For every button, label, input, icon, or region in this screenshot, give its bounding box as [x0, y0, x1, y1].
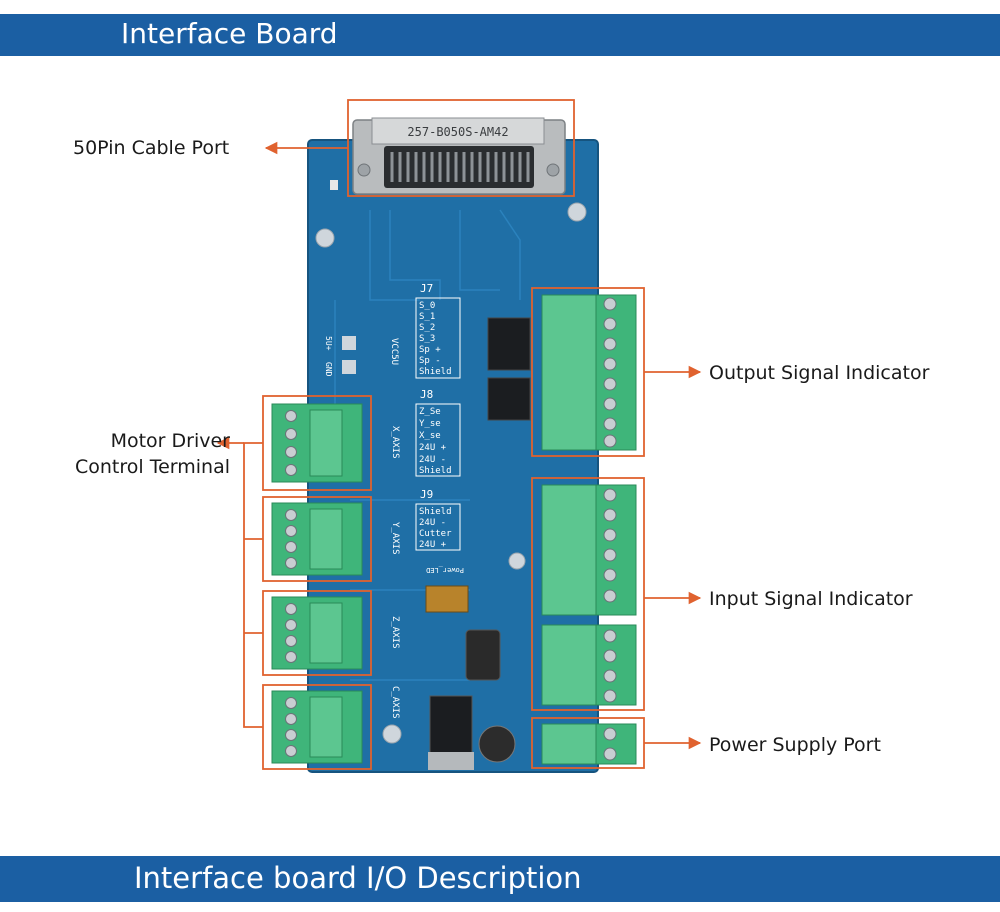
j9-pin: 24U - [419, 518, 446, 528]
callout-motor-driver: Motor Driver Control Terminal [75, 428, 230, 480]
j7-pin: S_1 [419, 312, 435, 322]
ic-chips [330, 180, 531, 770]
j7-pin: S_3 [419, 334, 435, 344]
pad-label-gnd: GND [324, 362, 333, 377]
j8-pin: 24U + [419, 443, 447, 453]
j7-pin: Shield [419, 367, 452, 377]
axis-label-z: Z_AXIS [390, 616, 400, 649]
j7-title: J7 [420, 282, 433, 295]
power-led-label: Power_LED [426, 566, 464, 574]
callout-power-supply: Power Supply Port [709, 734, 881, 756]
pad-label-5v: 5U+ [324, 336, 333, 351]
input-terminal-block-2 [541, 624, 637, 706]
j8-pin: Y_se [419, 419, 441, 429]
output-terminal-block [541, 294, 637, 451]
j8-pin: 24U - [419, 455, 446, 465]
j9-pin: Shield [419, 507, 452, 517]
pin-label-tables [415, 297, 461, 551]
mount-hole [315, 228, 335, 248]
j8-pin: X_se [419, 431, 441, 441]
callout-input-signal: Input Signal Indicator [709, 588, 913, 610]
callout-output-signal: Output Signal Indicator [709, 362, 930, 384]
vcc-label: VCC5U [389, 338, 399, 365]
callout-cable-port: 50Pin Cable Port [73, 137, 230, 159]
axis-label-y: Y_AXIS [390, 522, 400, 555]
axis-label-c: C_AXIS [390, 686, 400, 719]
j7-pin: S_2 [419, 323, 435, 333]
footer-title: Interface board I/O Description [134, 861, 582, 895]
power-terminal-block [541, 723, 637, 765]
j8-title: J8 [420, 388, 433, 401]
axis-label-x: X_AXIS [390, 426, 400, 459]
mount-hole [567, 202, 587, 222]
callout-lines [216, 141, 702, 750]
j7-pin: S_0 [419, 301, 435, 311]
footer-banner: Interface board I/O Description [0, 856, 1000, 902]
terminal-screws-right [603, 297, 617, 761]
box-input-terminals [531, 477, 645, 711]
callout-motor-line1: Motor Driver [110, 430, 230, 452]
header-title: Interface Board [121, 17, 338, 50]
j9-pin: 24U + [419, 540, 447, 550]
j9-pin: Cutter [419, 529, 452, 539]
j9-title: J9 [420, 488, 433, 501]
j8-pin: Z_Se [419, 407, 441, 417]
terminal-screws-left [285, 410, 297, 757]
mount-hole [508, 552, 526, 570]
fifty-pin-connector: 257-B050S-AM42 [352, 117, 566, 195]
pcb-traces [334, 209, 521, 681]
callout-motor-line2: Control Terminal [74, 456, 230, 478]
j7-pin: Sp - [419, 356, 441, 366]
j7-pin: Sp + [419, 345, 441, 355]
connector-marking: 257-B050S-AM42 [407, 125, 508, 139]
header-banner: Interface Board [0, 14, 1000, 56]
j8-pin: Shield [419, 466, 452, 476]
input-terminal-block-1 [541, 484, 637, 616]
leader-motor-bracket [243, 442, 263, 728]
mount-hole [382, 724, 402, 744]
